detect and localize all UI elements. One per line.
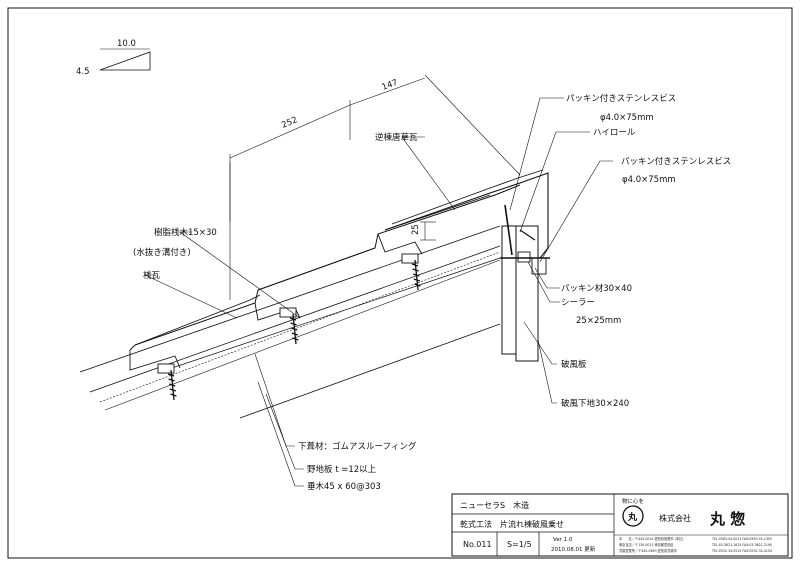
label-high-roll: ハイロール	[593, 128, 636, 138]
label-screw-top-size: φ4.0×75mm	[600, 113, 654, 123]
tb-method: 乾式工法 片流れ棟破風乗せ	[460, 519, 564, 529]
label-verge-base: 破風下地30×240	[561, 398, 629, 409]
tb-date: 2010.08.01 更新	[551, 545, 596, 553]
label-screw-mid-size: φ4.0×75mm	[622, 175, 676, 185]
label-screw-top: パッキン付きステンレスビス	[566, 93, 676, 104]
label-sheathing: 野地板 t =12以上	[307, 464, 377, 475]
pitch-indicator: 10.0 4.5	[76, 39, 151, 77]
tb-no: No.011	[463, 540, 492, 549]
label-batten-note: (水抜き溝付き)	[133, 247, 191, 258]
tb-scale: S=1/5	[507, 540, 532, 549]
dim-147: 147	[381, 78, 400, 93]
label-tile: 桟瓦	[143, 270, 161, 281]
tb-company-name: 丸 惣	[709, 510, 745, 528]
batten-block	[401, 253, 419, 264]
tb-version: Ver 1.0	[553, 537, 573, 543]
tb-logo-char: 丸	[627, 511, 638, 523]
label-sealer-size: 25×25mm	[576, 316, 621, 326]
tb-company: 株式会社	[659, 513, 691, 523]
tb-tel2: TEL:03-3621-1615 FAX:03-3621-2190	[711, 543, 772, 547]
leader-lines	[144, 97, 613, 487]
pitch-rise: 4.5	[76, 67, 90, 77]
title-block	[451, 493, 789, 557]
dim-25: 25	[411, 224, 421, 235]
tb-addr1: 本 社／〒445-0024 愛知県西尾市 (本社)	[619, 536, 683, 541]
tb-product: ニューセラS 木造	[460, 500, 529, 510]
label-rafter: 垂木45 x 60@303	[307, 481, 381, 492]
roof-structure	[79, 169, 550, 419]
screw-shank	[414, 259, 419, 291]
label-packing: パッキン材30×40	[561, 283, 632, 294]
tb-tel3: TEL:0532-34-0515 FAX:0532-34-4154	[711, 549, 772, 553]
screw-shank	[292, 313, 297, 345]
label-batten: 樹脂桟木15×30	[154, 227, 217, 238]
screw-shank	[170, 369, 175, 401]
label-ridge-tile: 逆棟唐草瓦	[375, 132, 418, 143]
label-sealer: シーラー	[561, 298, 595, 308]
batten-block	[279, 307, 297, 318]
label-verge-board: 破風板	[561, 359, 587, 370]
tb-motto: 物に心を	[622, 497, 644, 505]
batten-block	[157, 363, 175, 374]
pitch-run: 10.0	[117, 39, 136, 49]
tb-tel1: TEL:0563-54-0011 FAX:0563-55-1303	[711, 537, 772, 541]
dimension-lines	[229, 74, 521, 300]
batten-fixings	[157, 253, 421, 401]
label-underlay: 下葺材：ゴムアスルーフィング	[298, 441, 417, 452]
sheet-border	[7, 7, 793, 559]
tb-addr3: 豊橋営業所／〒440-0893 愛知県豊橋市	[619, 548, 678, 553]
tb-addr2: 東京支店／〒130-0013 東京都墨田区	[619, 542, 674, 547]
label-screw-mid: パッキン付きステンレスビス	[621, 156, 731, 167]
